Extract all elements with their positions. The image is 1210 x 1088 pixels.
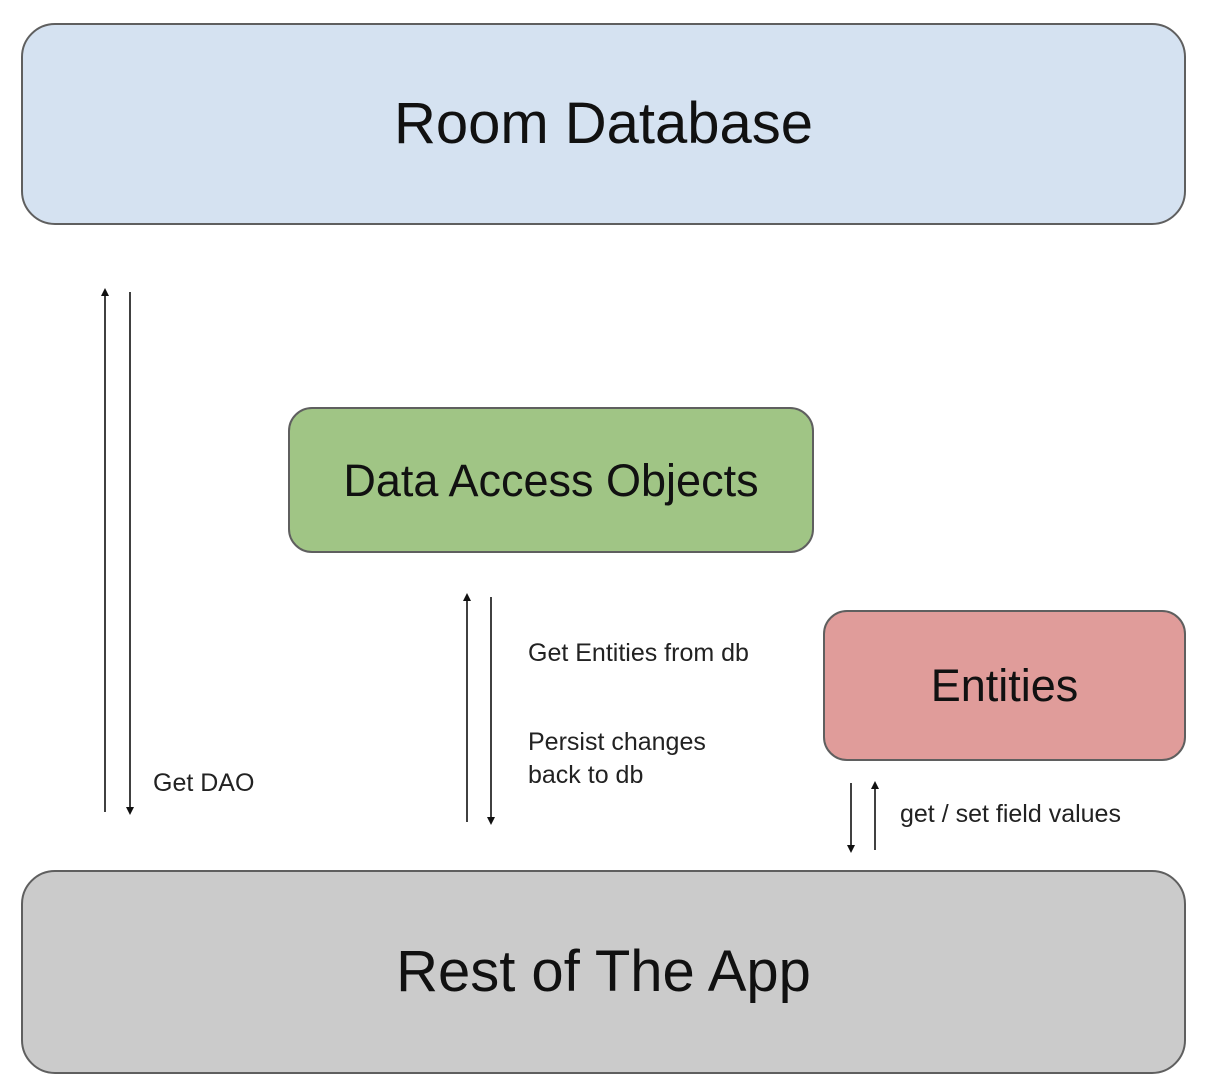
persist-changes-label: Persist changes back to db bbox=[528, 726, 706, 792]
get-entities-label: Get Entities from db bbox=[528, 639, 749, 667]
room-database-node: Room Database bbox=[21, 23, 1186, 225]
entities-label: Entities bbox=[930, 660, 1079, 711]
data-access-objects-label: Data Access Objects bbox=[343, 454, 759, 506]
entities-node: Entities bbox=[823, 610, 1186, 761]
get-set-field-values-label: get / set field values bbox=[900, 800, 1121, 828]
room-database-label: Room Database bbox=[393, 91, 814, 156]
data-access-objects-node: Data Access Objects bbox=[288, 407, 814, 553]
rest-of-app-node: Rest of The App bbox=[21, 870, 1186, 1074]
persist-changes-line-1: Persist changes bbox=[528, 728, 706, 756]
rest-of-app-label: Rest of The App bbox=[396, 939, 811, 1004]
get-dao-label: Get DAO bbox=[153, 769, 255, 797]
persist-changes-line-2: back to db bbox=[528, 761, 644, 789]
